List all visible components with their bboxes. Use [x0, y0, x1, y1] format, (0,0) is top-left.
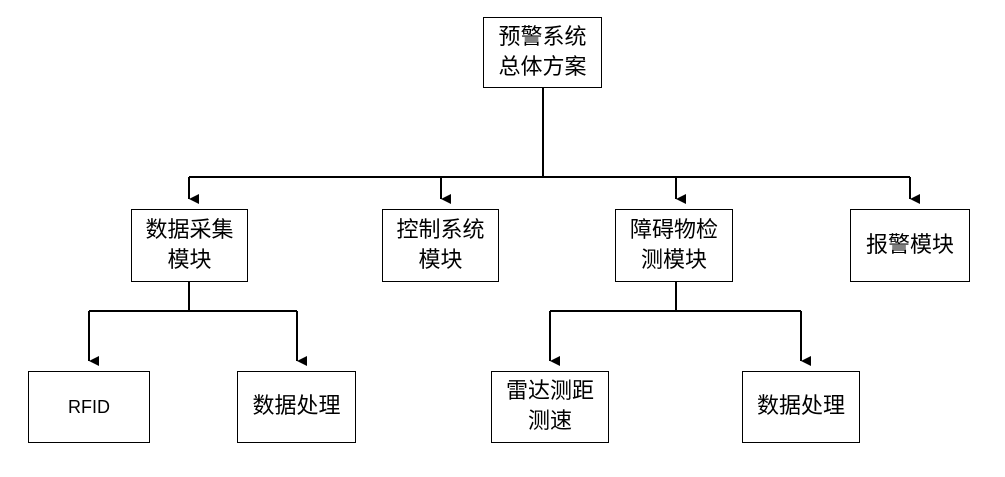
alarm-module-label: 报警模块 [865, 232, 954, 258]
obstacle-detection-module-label: 障碍物检测模块 [629, 217, 718, 273]
data-processing-node-1: 数据处理 [237, 371, 356, 443]
root-label: 预警系统总体方案 [498, 24, 587, 80]
data-collection-module-node: 数据采集模块 [131, 209, 248, 282]
alarm-module-node: 报警模块 [850, 209, 970, 282]
data-processing-label-1: 数据处理 [252, 394, 341, 419]
data-processing-node-2: 数据处理 [742, 371, 860, 443]
control-system-module-node: 控制系统模块 [382, 209, 499, 282]
radar-ranging-speed-node: 雷达测距测速 [491, 371, 609, 443]
rfid-node: RFID [28, 371, 150, 443]
radar-ranging-speed-label: 雷达测距测速 [505, 379, 594, 434]
obstacle-detection-module-node: 障碍物检测模块 [615, 209, 733, 282]
root-node: 预警系统总体方案 [483, 17, 602, 88]
data-collection-module-label: 数据采集模块 [145, 217, 234, 273]
data-processing-label-2: 数据处理 [756, 394, 845, 419]
rfid-label: RFID [68, 397, 110, 417]
control-system-module-label: 控制系统模块 [396, 217, 485, 273]
